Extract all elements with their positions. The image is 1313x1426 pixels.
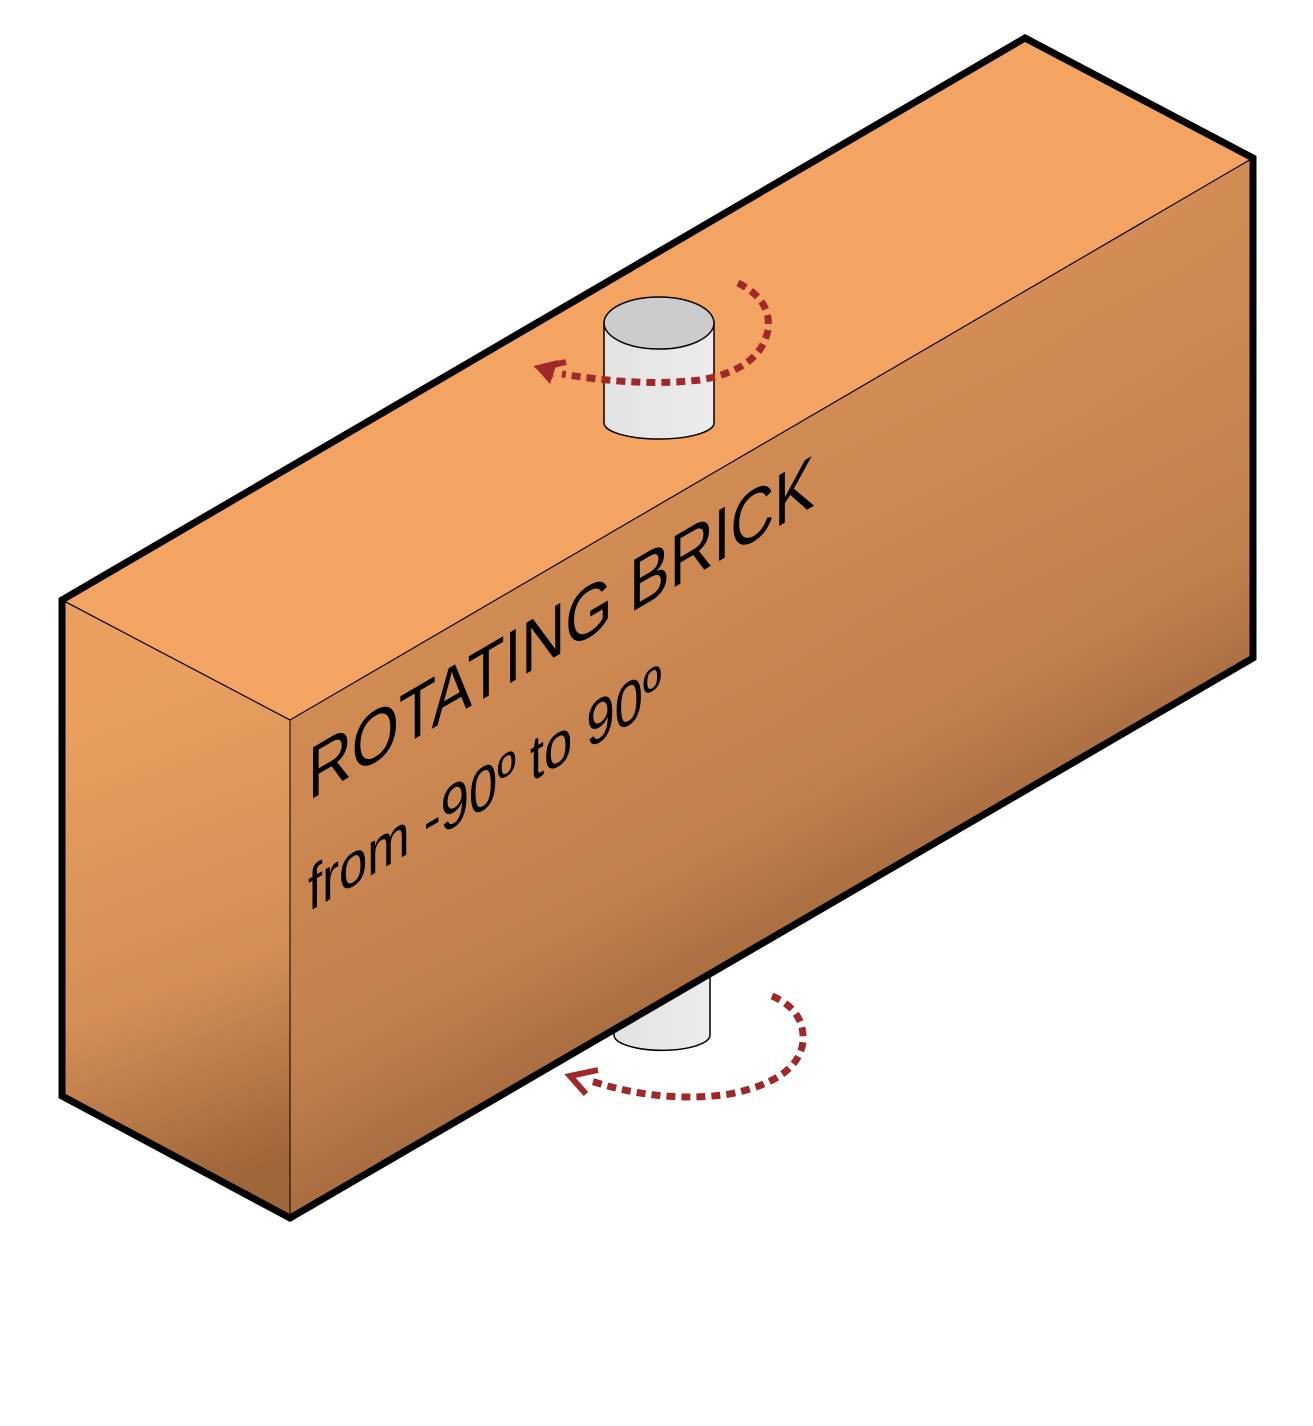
brick [58, 33, 1257, 1223]
rotation-arrow-icon [533, 279, 772, 386]
brick-outline [58, 33, 1257, 1223]
top-pivot [603, 296, 715, 440]
rotation-arrow-icon [564, 992, 807, 1101]
